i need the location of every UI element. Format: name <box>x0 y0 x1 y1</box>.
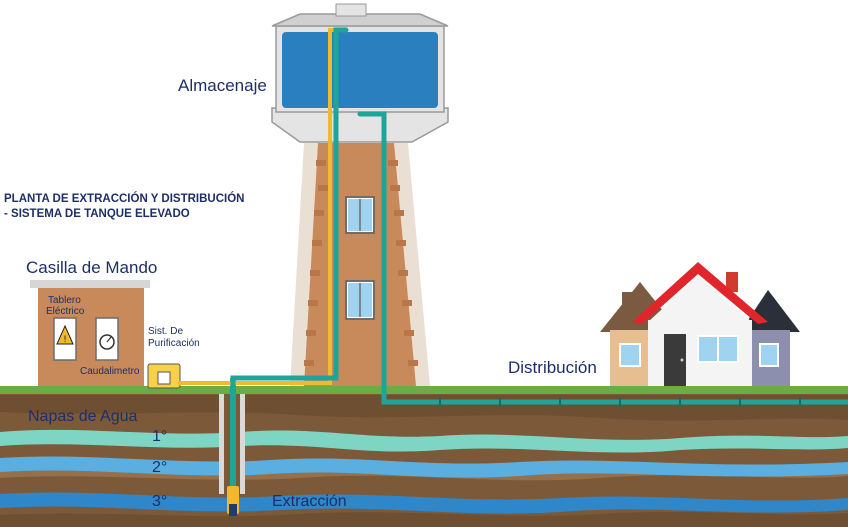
house-chimney-right <box>726 272 738 292</box>
house-right-window <box>759 343 779 367</box>
tank-water <box>282 32 438 108</box>
purification-label-2: Purificación <box>148 338 200 349</box>
pipes <box>178 27 848 407</box>
aquifer-layer-1 <box>0 429 848 453</box>
aquifers-label: Napas de Agua <box>28 408 138 425</box>
soil-band-bottom <box>0 512 848 527</box>
control-house-roof <box>30 280 150 288</box>
diagram-title-line2: - SISTEMA DE TANQUE ELEVADO <box>4 208 190 220</box>
svg-text:!: ! <box>63 335 67 345</box>
tank-base <box>271 107 449 143</box>
control-house: ! <box>30 280 150 386</box>
well <box>219 378 245 516</box>
purification-system <box>147 363 181 389</box>
storage-tank <box>271 3 449 143</box>
aquifer-layer-3 <box>0 492 848 514</box>
distribution-pipe-joints <box>439 397 801 407</box>
electrical-panel-label-1: Tablero <box>48 295 81 306</box>
tank-outlet-pipe <box>357 111 848 405</box>
electrical-panel-label-2: Eléctrico <box>46 306 85 317</box>
house-main-gable <box>648 276 752 322</box>
control-house-label: Casilla de Mando <box>26 258 158 277</box>
house-door <box>664 334 686 386</box>
grass <box>0 386 848 394</box>
aquifer-layer-2 <box>0 456 848 478</box>
tank-cap <box>335 3 367 17</box>
house-left-window <box>619 343 641 367</box>
tower-bricks <box>304 160 418 366</box>
pump-motor <box>229 504 237 516</box>
aquifer-3-label: 3° <box>152 493 168 510</box>
purification-label-1: Sist. De <box>148 326 184 337</box>
aquifer-2-label: 2° <box>152 459 168 476</box>
water-tower <box>290 143 430 386</box>
tank-roof <box>271 13 449 27</box>
well-pipe <box>230 378 236 486</box>
diagram-title-line1: PLANTA DE EXTRACCIÓN Y DISTRIBUCIÓN <box>4 193 245 205</box>
storage-label: Almacenaje <box>178 76 267 95</box>
well-riser-pipe <box>230 27 349 391</box>
flow-meter-label: Caudalimetro <box>80 366 140 377</box>
high-voltage-icon <box>56 324 74 345</box>
distribution-label: Distribución <box>508 358 597 377</box>
house <box>600 262 800 386</box>
aquifer-1-label: 1° <box>152 428 168 445</box>
extraction-label: Extracción <box>272 493 347 510</box>
house-main-roof <box>632 262 768 324</box>
underground <box>0 392 848 527</box>
